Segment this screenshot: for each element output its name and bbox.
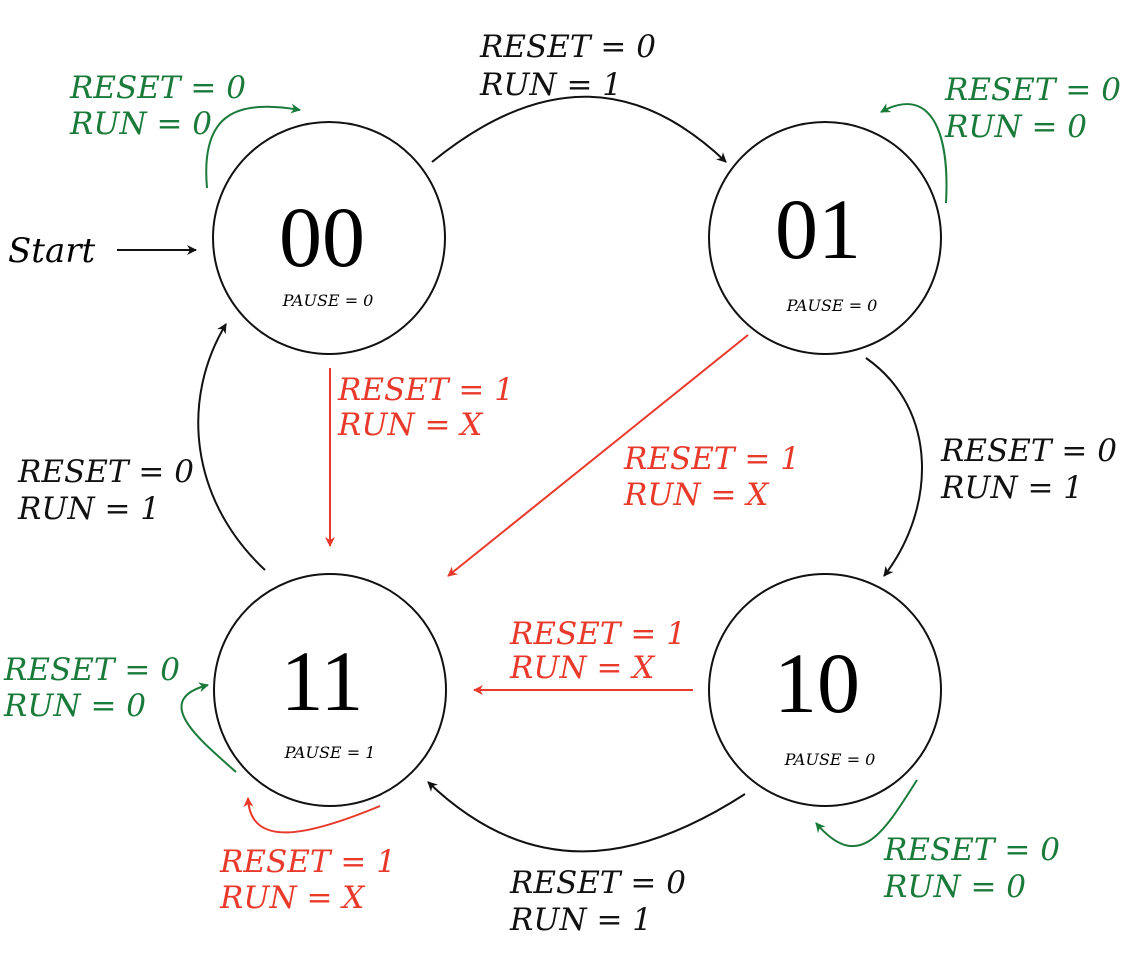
label-line2: RUN = 1 <box>940 470 1083 506</box>
label-line2: RUN = 0 <box>3 688 146 724</box>
arrow-11-self-green <box>180 682 237 773</box>
label-10-to-11: RESET = 0 RUN = 1 <box>509 865 686 938</box>
label-line1: RESET = 0 <box>509 865 686 901</box>
label-line1: RESET = 0 <box>940 433 1117 469</box>
state-11-circle <box>213 573 447 807</box>
arrow-11-to-00 <box>197 323 266 571</box>
state-10-output: PAUSE = 0 <box>784 750 876 769</box>
label-00-to-11-red: RESET = 1 RUN = X <box>337 372 514 443</box>
label-line1: RESET = 1 <box>623 441 800 477</box>
state-11: 11 PAUSE = 1 <box>213 573 447 807</box>
label-10-to-11-red: RESET = 1 RUN = X <box>509 616 686 686</box>
label-01-self-green: RESET = 0 RUN = 0 <box>944 72 1121 145</box>
arrow-11-self-red <box>243 797 381 834</box>
label-line1: RESET = 1 <box>509 616 686 652</box>
arrow-01-self-green <box>880 103 948 204</box>
label-line2: RUN = X <box>337 407 484 443</box>
state-11-output: PAUSE = 1 <box>284 743 376 762</box>
state-00-output: PAUSE = 0 <box>282 291 374 310</box>
arrow-10-to-11 <box>427 781 746 853</box>
label-line2: RUN = 0 <box>944 109 1087 145</box>
label-line1: RESET = 0 <box>3 652 180 688</box>
label-line2: RUN = 1 <box>479 67 622 103</box>
label-01-to-10: RESET = 0 RUN = 1 <box>940 433 1117 506</box>
label-line2: RUN = 1 <box>17 491 160 527</box>
label-11-self-red: RESET = 1 RUN = X <box>219 844 396 916</box>
label-10-self-green: RESET = 0 RUN = 0 <box>883 832 1060 905</box>
label-line2: RUN = X <box>509 650 656 686</box>
arrow-10-self-green <box>815 779 918 847</box>
label-line2: RUN = 0 <box>69 106 212 142</box>
label-line1: RESET = 0 <box>69 70 246 106</box>
state-00-circle <box>212 121 446 355</box>
arrow-00-self-green <box>205 103 301 189</box>
label-line1: RESET = 0 <box>883 832 1060 868</box>
label-line2: RUN = 0 <box>883 869 1026 905</box>
label-line2: RUN = X <box>623 477 770 513</box>
state-00-name: 00 <box>279 189 365 285</box>
arrow-00-to-01 <box>431 95 727 163</box>
state-11-name: 11 <box>281 633 364 729</box>
label-line1: RESET = 1 <box>337 372 514 408</box>
label-line1: RESET = 0 <box>944 72 1121 108</box>
label-line1: RESET = 1 <box>219 844 396 880</box>
label-00-to-01: RESET = 0 RUN = 1 <box>479 29 656 103</box>
label-11-to-00: RESET = 0 RUN = 1 <box>17 454 194 527</box>
state-10: 10 PAUSE = 0 <box>708 573 942 807</box>
state-01-circle <box>708 121 942 355</box>
label-line1: RESET = 0 <box>479 29 656 65</box>
label-11-self-green: RESET = 0 RUN = 0 <box>3 652 180 724</box>
label-01-to-11-red: RESET = 1 RUN = X <box>623 441 800 513</box>
state-00: 00 PAUSE = 0 <box>212 121 446 355</box>
label-line2: RUN = 1 <box>509 902 652 938</box>
arrow-01-to-11-red <box>447 334 749 577</box>
state-01-name: 01 <box>775 181 861 277</box>
state-01-output: PAUSE = 0 <box>786 296 878 315</box>
state-10-circle <box>708 573 942 807</box>
state-10-name: 10 <box>774 635 860 731</box>
start-label: Start <box>8 231 95 271</box>
arrow-01-to-10 <box>865 357 923 577</box>
label-line2: RUN = X <box>219 880 366 916</box>
label-00-self-green: RESET = 0 RUN = 0 <box>69 70 246 142</box>
state-01: 01 PAUSE = 0 <box>708 121 942 355</box>
label-line1: RESET = 0 <box>17 454 194 490</box>
